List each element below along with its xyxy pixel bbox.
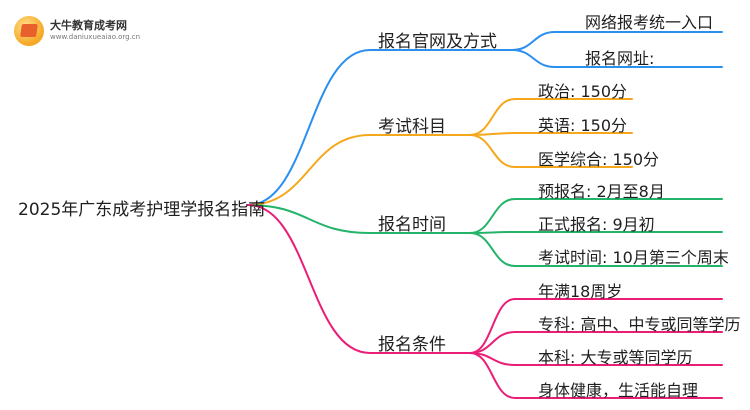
- site-logo: 大牛教育成考网 www.daniuxueaiao.org.cn: [14, 14, 174, 48]
- root-topic: 2025年广东成考护理学报名指南: [18, 200, 266, 220]
- leaf-connector-4-1: [469, 298, 723, 354]
- branch-label-3: 报名时间: [378, 215, 446, 235]
- branch-label-2: 考试科目: [378, 117, 446, 137]
- branch-label-4: 报名条件: [378, 335, 446, 355]
- branch-label-1: 报名官网及方式: [378, 32, 497, 52]
- leaf-connector-3-3: [469, 232, 723, 267]
- branch-connector-1: [247, 49, 513, 206]
- branch-connector-4: [247, 204, 471, 354]
- leaf-connector-1-1: [511, 31, 723, 51]
- leaf-3-2: 正式报名: 9月初: [538, 215, 655, 234]
- leaf-4-3: 本科: 大专或等同学历: [538, 348, 693, 367]
- leaf-connector-4-4: [469, 352, 723, 399]
- leaf-4-1: 年满18周岁: [538, 282, 623, 301]
- leaf-connector-3-1: [469, 198, 723, 234]
- branch-connector-3: [247, 204, 471, 234]
- leaf-1-2: 报名网址:: [585, 49, 655, 68]
- logo-name: 大牛教育成考网: [50, 19, 127, 32]
- leaf-connector-2-1: [469, 98, 633, 136]
- leaf-3-3: 考试时间: 10月第三个周末: [538, 248, 729, 267]
- leaf-2-1: 政治: 150分: [538, 82, 628, 101]
- leaf-2-3: 医学综合: 150分: [538, 150, 660, 169]
- leaf-4-4: 身体健康，生活能自理: [538, 381, 699, 400]
- leaf-2-2: 英语: 150分: [538, 116, 628, 135]
- leaf-connector-4-2: [469, 331, 723, 354]
- leaf-connector-1-2: [511, 49, 723, 68]
- leaf-connector-2-3: [469, 134, 633, 168]
- leaf-1-1: 网络报考统一入口: [585, 13, 714, 32]
- logo-url: www.daniuxueaiao.org.cn: [50, 33, 141, 41]
- leaf-4-2: 专科: 高中、中专或同等学历: [538, 315, 741, 334]
- leaf-3-1: 预报名: 2月至8月: [538, 182, 665, 201]
- branch-connector-2: [247, 134, 471, 206]
